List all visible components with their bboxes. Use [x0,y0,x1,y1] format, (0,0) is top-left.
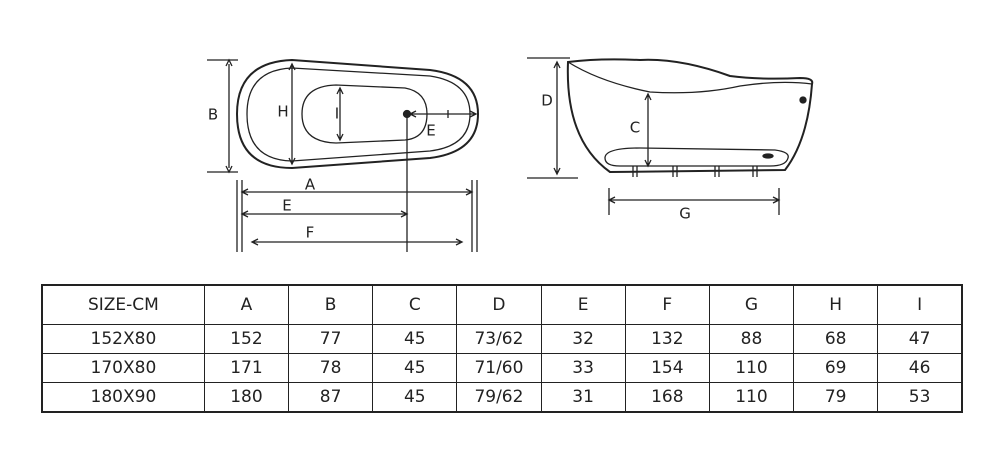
table-cell: 68 [793,324,879,354]
label-i: I [335,105,339,123]
table-row: 152X80 152 77 45 73/62 32 132 88 68 47 [41,324,963,354]
table-cell: 45 [372,324,458,354]
table-cell: 78 [288,353,374,383]
header-cell: SIZE-CM [41,284,205,325]
table-cell: 45 [372,382,458,413]
table-row: 180X90 180 87 45 79/62 31 168 110 79 53 [41,382,963,413]
label-h: H [277,103,288,121]
label-b: B [208,106,218,124]
label-a: A [305,176,316,194]
header-cell: H [793,284,879,325]
table-cell: 171 [203,353,290,383]
table-cell: 31 [540,382,626,413]
table-cell: 47 [877,324,963,354]
top-view: B H I E A E F [207,58,480,252]
table-cell: 180 [203,382,290,413]
header-cell: G [708,284,795,325]
table-cell: 170X80 [41,353,205,383]
table-cell: 71/60 [456,353,542,383]
table-cell: 79/62 [456,382,542,413]
overflow-icon [799,96,807,104]
header-cell: A [203,284,290,325]
table-cell: 32 [540,324,626,354]
table-cell: 152 [203,324,290,354]
table-cell: 87 [288,382,374,413]
dimensions-table: SIZE-CM A B C D E F G H I 152X80 152 77 … [41,284,963,413]
tub-rim-inner [246,67,471,162]
header-cell: C [372,284,458,325]
table-cell: 69 [793,353,879,383]
label-c: C [630,119,640,137]
tub-basin-side [604,147,789,167]
table-cell: 33 [540,353,626,383]
table-header-row: SIZE-CM A B C D E F G H I [41,284,963,325]
header-cell: I [877,284,963,325]
table-cell: 168 [624,382,710,413]
table-cell: 180X90 [41,382,205,413]
table-cell: 46 [877,353,963,383]
side-view: D C G [527,57,814,223]
table-row: 170X80 171 78 45 71/60 33 154 110 69 46 [41,353,963,383]
table-cell: 73/62 [456,324,542,354]
header-cell: D [456,284,542,325]
tub-outline-top [235,58,480,170]
table-cell: 45 [372,353,458,383]
label-g: G [679,205,691,223]
label-d: D [541,92,553,110]
table-cell: 88 [708,324,795,354]
table-cell: 53 [877,382,963,413]
table-cell: 79 [793,382,879,413]
tub-basin-top [301,84,428,144]
table-cell: 132 [624,324,710,354]
label-f: F [306,224,315,242]
table-cell: 77 [288,324,374,354]
table-cell: 152X80 [41,324,205,354]
header-cell: E [540,284,626,325]
table-cell: 154 [624,353,710,383]
bathtub-diagram: B H I E A E F D C G [207,57,814,252]
label-e: E [282,197,291,215]
header-cell: F [624,284,710,325]
label-e-inner: E [426,122,435,140]
header-cell: B [288,284,374,325]
table-cell: 110 [708,382,795,413]
table-cell: 110 [708,353,795,383]
tub-outline-side [566,58,814,174]
